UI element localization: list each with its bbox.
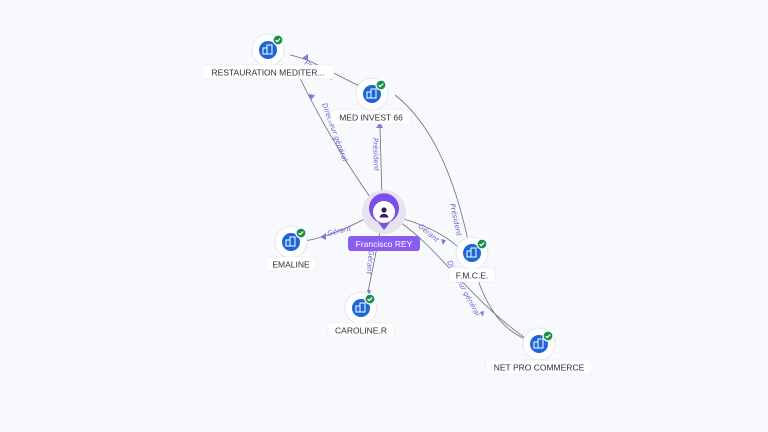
node-label-box — [485, 359, 593, 375]
edge-person-restauration — [299, 77, 379, 209]
arrow-fmce — [441, 239, 446, 245]
building-icon — [352, 299, 370, 317]
edge-person-fmce — [399, 217, 459, 248]
verified-check-icon — [364, 293, 376, 305]
arrow-medinvest — [376, 122, 383, 128]
company-name: MED INVEST 66 — [339, 113, 403, 123]
edge-label-person-caroline: Gérant — [364, 250, 374, 275]
arrow-netpro — [480, 311, 484, 317]
edges: Directeur général Président Gérant Géran… — [289, 54, 529, 341]
verified-check-icon — [295, 227, 307, 239]
arrow-caroline — [367, 290, 371, 296]
company-node-caroline[interactable]: CAROLINE.R — [327, 291, 395, 338]
building-icon — [530, 335, 548, 353]
verified-check-icon — [542, 330, 554, 342]
building-icon — [463, 244, 481, 262]
person-node-center[interactable]: Francisco REY — [348, 190, 420, 251]
company-node-emaline[interactable]: EMALINE — [265, 225, 317, 272]
arrow-restauration — [308, 94, 315, 100]
arrow-emaline — [320, 233, 326, 240]
edge-person-medinvest — [379, 127, 383, 199]
building-icon — [363, 85, 381, 103]
edge-medinvest-netpro — [394, 94, 529, 341]
node-label-box — [265, 256, 317, 272]
node-label-box — [330, 109, 412, 125]
company-name: EMALINE — [272, 260, 310, 270]
node-label-box — [201, 64, 335, 80]
company-name: F.M.C.E. — [456, 271, 489, 281]
company-name: NET PRO COMMERCE — [494, 363, 585, 373]
building-icon — [282, 233, 300, 251]
company-name: CAROLINE.R — [335, 326, 387, 336]
arrow-medinvest-restauration — [302, 54, 308, 61]
building-icon — [259, 41, 277, 59]
edge-label-person-medinvest: Président — [371, 138, 380, 171]
edge-label-person-fmce: Gérant — [417, 222, 441, 244]
node-label-box — [448, 267, 496, 283]
node-label-box — [327, 322, 395, 338]
person-name: Francisco REY — [356, 239, 413, 249]
verified-check-icon — [272, 34, 284, 46]
person-icon — [379, 207, 389, 218]
person-label-box — [348, 236, 420, 251]
company-node-fmce[interactable]: F.M.C.E. — [448, 236, 496, 283]
verified-check-icon — [476, 238, 488, 250]
company-node-restauration[interactable]: RESTAURATION MEDITER... — [201, 33, 335, 80]
edge-label-medinvest-netpro: Président — [448, 203, 463, 237]
company-node-netpro[interactable]: NET PRO COMMERCE — [485, 327, 593, 375]
verified-check-icon — [375, 79, 387, 91]
company-name: RESTAURATION MEDITER... — [211, 68, 324, 78]
company-node-medinvest[interactable]: MED INVEST 66 — [330, 77, 412, 125]
edge-label-person-emaline: Gérant — [327, 224, 353, 238]
edge-person-emaline — [304, 216, 369, 242]
